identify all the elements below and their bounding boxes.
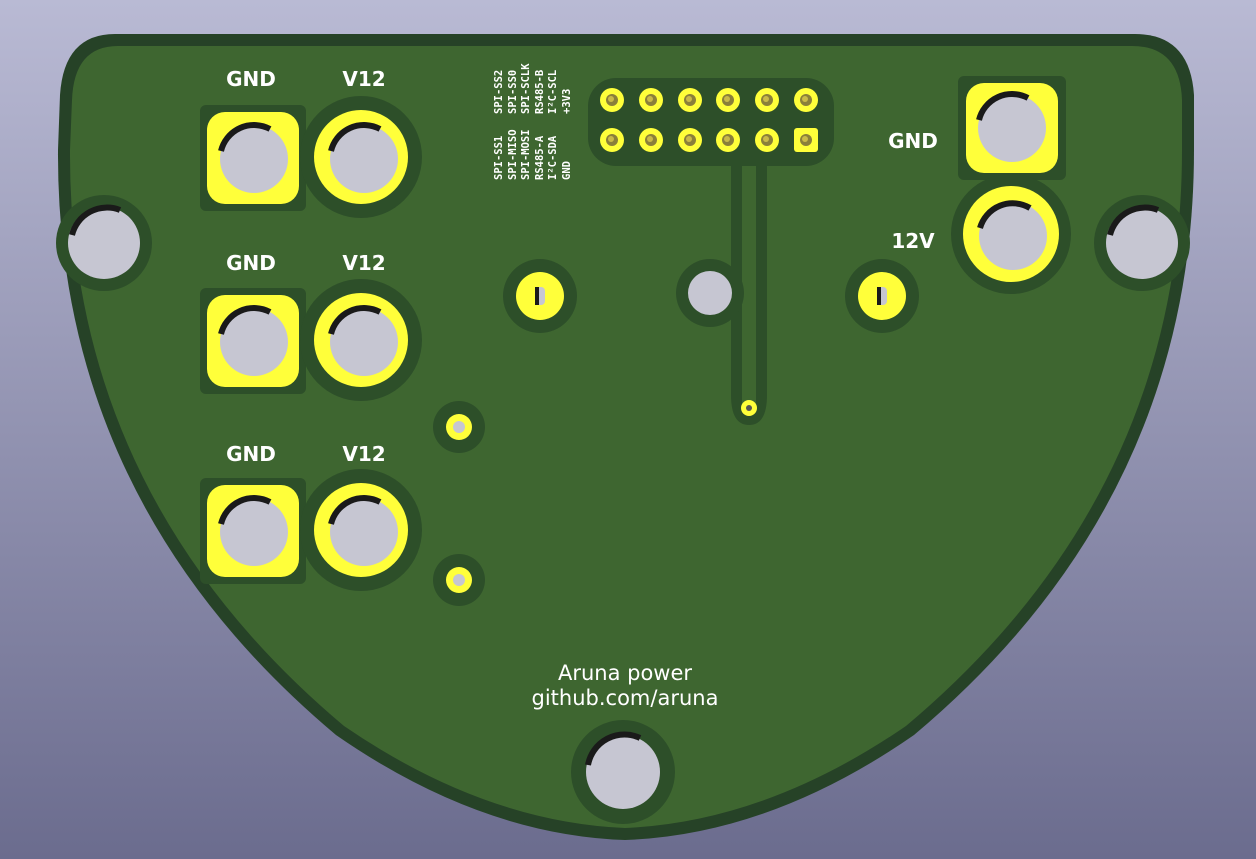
header-pin-tip: [608, 136, 614, 142]
right-gnd-label: GND: [888, 129, 938, 153]
v12-hole-shadow: [328, 122, 382, 152]
v12-hole: [330, 125, 398, 193]
trace-via: [741, 400, 757, 416]
header-label-top: I²C-SCL: [547, 70, 559, 114]
via-pad-d: [433, 554, 485, 606]
header-pin-tip: [802, 136, 808, 142]
header-pin-tip: [647, 96, 653, 102]
header-pin-tip: [608, 96, 614, 102]
via-pad-a: [503, 259, 577, 333]
v12-hole-shadow: [328, 305, 382, 335]
header-label-bottom: SPI-SS1: [493, 136, 505, 180]
header-label-top: RS485-B: [534, 70, 546, 114]
header-label-top: SPI-SCLK: [520, 63, 532, 114]
v12-hole-shadow: [328, 495, 382, 525]
terminal-pair: GND V12: [200, 442, 422, 591]
header-label-top: +3V3: [561, 89, 573, 114]
v12-label: V12: [342, 67, 385, 91]
mounting-hole-right: [1094, 195, 1190, 291]
header-label-bottom: GND: [561, 161, 573, 180]
header-pin-tip: [763, 136, 769, 142]
terminal-pair: GND V12: [200, 67, 422, 218]
header-label-top: SPI-SS2: [493, 70, 505, 114]
v12-hole: [330, 308, 398, 376]
gnd-label: GND: [226, 67, 276, 91]
header-pin-tip: [647, 136, 653, 142]
header-label-bottom: I²C-SDA: [547, 135, 559, 180]
gnd-hole: [220, 308, 288, 376]
gnd-hole: [220, 498, 288, 566]
pin-header: [588, 78, 834, 166]
mounting-hole-left: [56, 195, 152, 291]
gnd-hole: [220, 125, 288, 193]
header-label-top: SPI-SS0: [507, 70, 519, 114]
gnd-hole-shadow: [218, 305, 272, 335]
board-surface: [69, 46, 1182, 828]
terminal-pair: GND V12: [200, 251, 422, 401]
gnd-hole-shadow: [218, 122, 272, 152]
header-pin-tip: [724, 96, 730, 102]
right-12v-label: 12V: [891, 229, 935, 253]
via-pad-c: [433, 401, 485, 453]
header-label-bottom: RS485-A: [534, 135, 546, 180]
header-label-bottom: SPI-MISO: [507, 129, 519, 180]
via-pad-b: [845, 259, 919, 333]
header-label-bottom: SPI-MOSI: [520, 129, 532, 180]
v12-label: V12: [342, 251, 385, 275]
mounting-hole-center: [676, 259, 744, 327]
footer-title: Aruna power: [558, 661, 692, 685]
header-pin-tip: [763, 96, 769, 102]
gnd-label: GND: [226, 251, 276, 275]
header-pin-tip: [802, 96, 808, 102]
footer-url: github.com/aruna: [532, 686, 719, 710]
header-pin-tip: [686, 96, 692, 102]
gnd-label: GND: [226, 442, 276, 466]
gnd-hole-shadow: [218, 495, 272, 525]
header-pin-tip: [686, 136, 692, 142]
mounting-hole-bottom: [571, 720, 675, 824]
v12-hole: [330, 498, 398, 566]
v12-label: V12: [342, 442, 385, 466]
right-terminal-block: GND 12V: [888, 76, 1071, 294]
header-pin-tip: [724, 136, 730, 142]
